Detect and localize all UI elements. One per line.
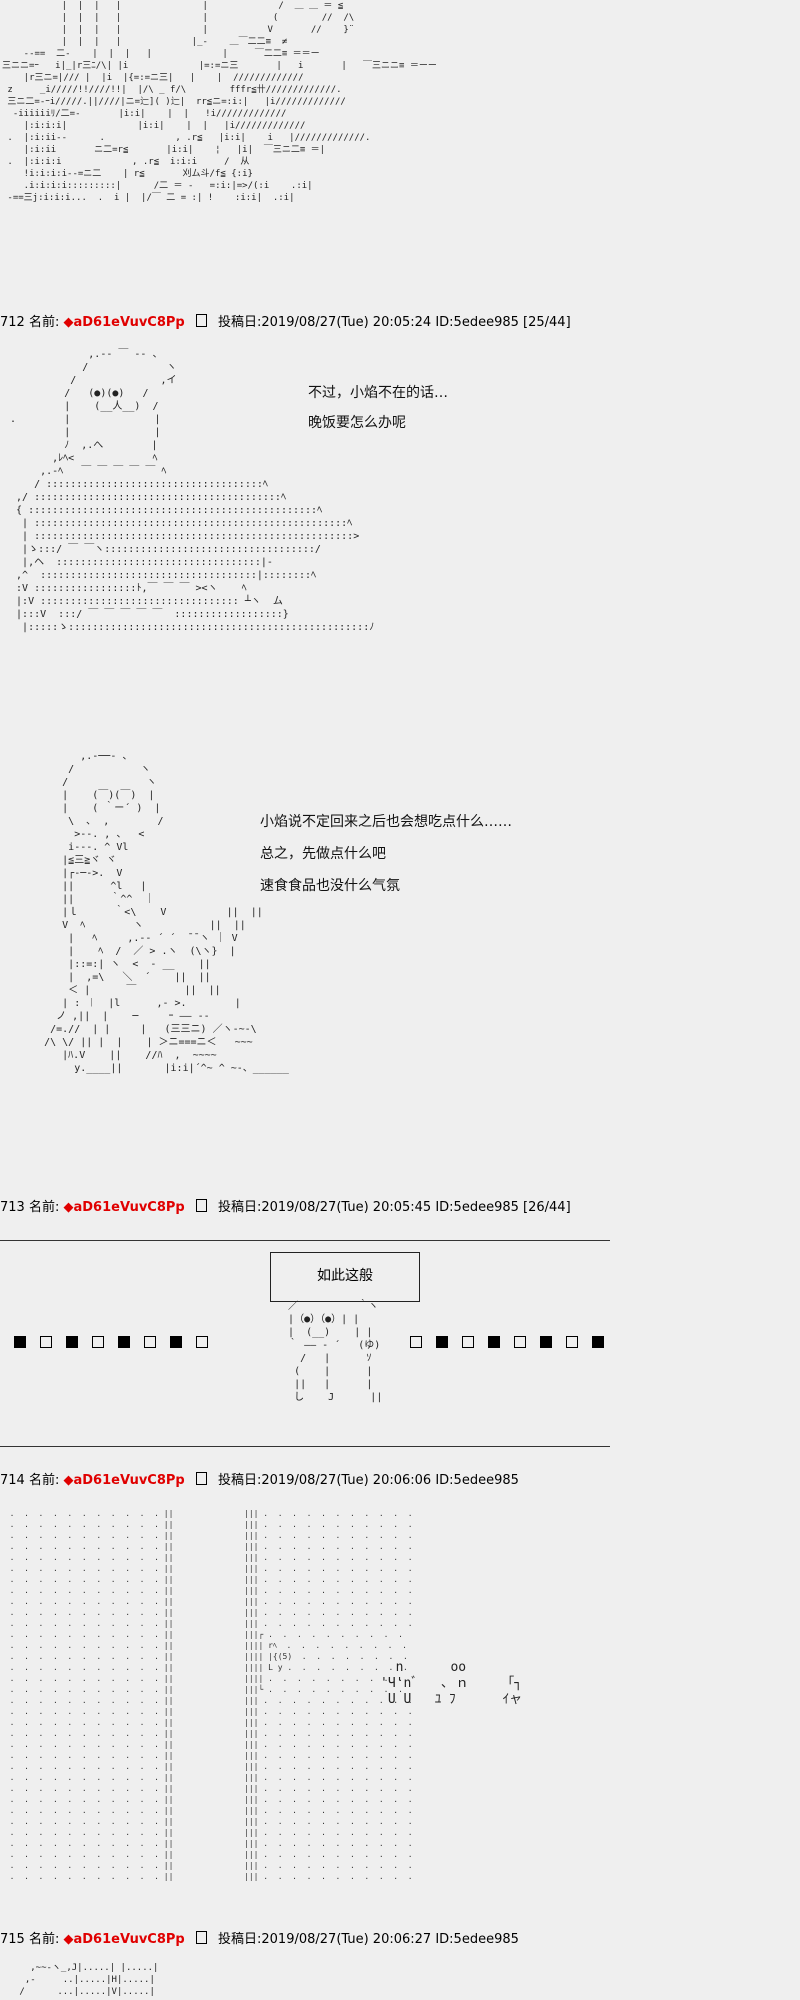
post-date: 2019/08/27(Tue) 20:06:27	[261, 1932, 432, 1947]
post-header-713: 713 名前: ◆aD61eVuvC8Pp 投稿日:2019/08/27(Tue…	[0, 1199, 571, 1217]
dialogue-line: 不过，小焰不在的话…	[308, 385, 448, 401]
date-label: 投稿日:	[218, 1200, 262, 1215]
filled-square-icon	[592, 1336, 604, 1348]
door-right-ascii-art: ||| . . . . . . . . . . . ||| . . . . . …	[244, 1509, 413, 1881]
divider	[0, 1240, 610, 1241]
poster-trip[interactable]: ◆aD61eVuvC8Pp	[63, 315, 185, 330]
divider	[0, 1446, 610, 1447]
hollow-square-icon	[92, 1336, 104, 1348]
poster-trip[interactable]: ◆aD61eVuvC8Pp	[63, 1200, 185, 1215]
dialogue-712: 不过，小焰不在的话… 晚饭要怎么办呢	[308, 378, 448, 438]
date-label: 投稿日:	[218, 1932, 262, 1947]
poster-id[interactable]: ID:5edee985	[435, 1200, 519, 1215]
dialogue-line: 小焰说不定回来之后也会想吃点什么……	[260, 814, 512, 830]
bottom-ascii-art: ,~~‐ヽ_,J|.....| |.....| ,- ..|.....|H|..…	[19, 1963, 159, 1997]
doll-figure-ascii-art: ／ ｀ヽ |（●）（●）| | | (__) | | ｀ ―― ‐ ´ (ゆ) …	[288, 1301, 383, 1403]
post-number: 712	[0, 315, 25, 330]
kitchen-ascii-art: | | | | | / ＿ ＿ ＝ ≦ | | | | | ( // /\ | …	[2, 1, 437, 203]
door-left-ascii-art: . . . . . . . . . . . || . . . . . . . .…	[9, 1509, 174, 1881]
report-box-icon[interactable]	[195, 314, 207, 327]
dialogue-line: 晚饭要怎么办呢	[308, 415, 406, 431]
hollow-square-icon	[196, 1336, 208, 1348]
filled-square-icon	[118, 1336, 130, 1348]
caption-sign: 如此这般	[270, 1252, 420, 1302]
filled-square-icon	[540, 1336, 552, 1348]
filled-square-icon	[66, 1336, 78, 1348]
dialogue-line: 总之，先做点什么吧	[260, 846, 386, 862]
post-number: 713	[0, 1200, 25, 1215]
poster-id[interactable]: ID:5edee985	[435, 315, 519, 330]
post-header-714: 714 名前: ◆aD61eVuvC8Pp 投稿日:2019/08/27(Tue…	[0, 1472, 519, 1490]
dialogue-line: 速食食品也没什么气氛	[260, 878, 400, 894]
post-header-715: 715 名前: ◆aD61eVuvC8Pp 投稿日:2019/08/27(Tue…	[0, 1931, 519, 1949]
dialogue-713: 小焰说不定回来之后也会想吃点什么…… 总之，先做点什么吧 速食食品也没什么气氛	[260, 806, 512, 902]
poster-trip[interactable]: ◆aD61eVuvC8Pp	[63, 1932, 185, 1947]
post-date: 2019/08/27(Tue) 20:06:06	[261, 1473, 432, 1488]
filled-square-icon	[14, 1336, 26, 1348]
post-number: 715	[0, 1932, 25, 1947]
report-box-icon[interactable]	[195, 1199, 207, 1212]
post-count: [26/44]	[523, 1200, 571, 1215]
filled-square-icon	[436, 1336, 448, 1348]
post-date: 2019/08/27(Tue) 20:05:45	[261, 1200, 432, 1215]
poster-trip[interactable]: ◆aD61eVuvC8Pp	[63, 1473, 185, 1488]
hollow-square-icon	[566, 1336, 578, 1348]
cooking-figure-ascii-art: ,.-──- 、 / ヽ / ヽ | (￣)(￣) | | ( ｀ー´ ) | …	[44, 751, 289, 1074]
name-label: 名前:	[28, 1473, 60, 1488]
post-number: 714	[0, 1473, 25, 1488]
filled-square-icon	[170, 1336, 182, 1348]
hollow-square-icon	[144, 1336, 156, 1348]
name-label: 名前:	[28, 1200, 60, 1215]
filled-square-icon	[488, 1336, 500, 1348]
name-label: 名前:	[28, 1932, 60, 1947]
square-row-left	[14, 1336, 208, 1348]
square-row-right	[410, 1336, 604, 1348]
date-label: 投稿日:	[218, 1473, 262, 1488]
poster-id[interactable]: ID:5edee985	[435, 1932, 519, 1947]
report-box-icon[interactable]	[195, 1472, 207, 1485]
hollow-square-icon	[410, 1336, 422, 1348]
bucket-figure-ascii-art: ,.-‐ ￣ ‐- 、 / ヽ / ,イ / (●)(●) / | (__人__…	[10, 349, 375, 633]
post-count: [25/44]	[523, 315, 571, 330]
name-label: 名前:	[28, 315, 60, 330]
hollow-square-icon	[462, 1336, 474, 1348]
date-label: 投稿日:	[218, 315, 262, 330]
post-date: 2019/08/27(Tue) 20:05:24	[261, 315, 432, 330]
hollow-square-icon	[40, 1336, 52, 1348]
hollow-square-icon	[514, 1336, 526, 1348]
post-header-712: 712 名前: ◆aD61eVuvC8Pp 投稿日:2019/08/27(Tue…	[0, 314, 571, 332]
poster-id[interactable]: ID:5edee985	[435, 1473, 519, 1488]
sound-effect-ascii-art: n oo 'Ч'nﾞ ､ ｎ ｢┐ U U ﾕ ﾌ ｲャ	[380, 1660, 523, 1707]
report-box-icon[interactable]	[195, 1931, 207, 1944]
